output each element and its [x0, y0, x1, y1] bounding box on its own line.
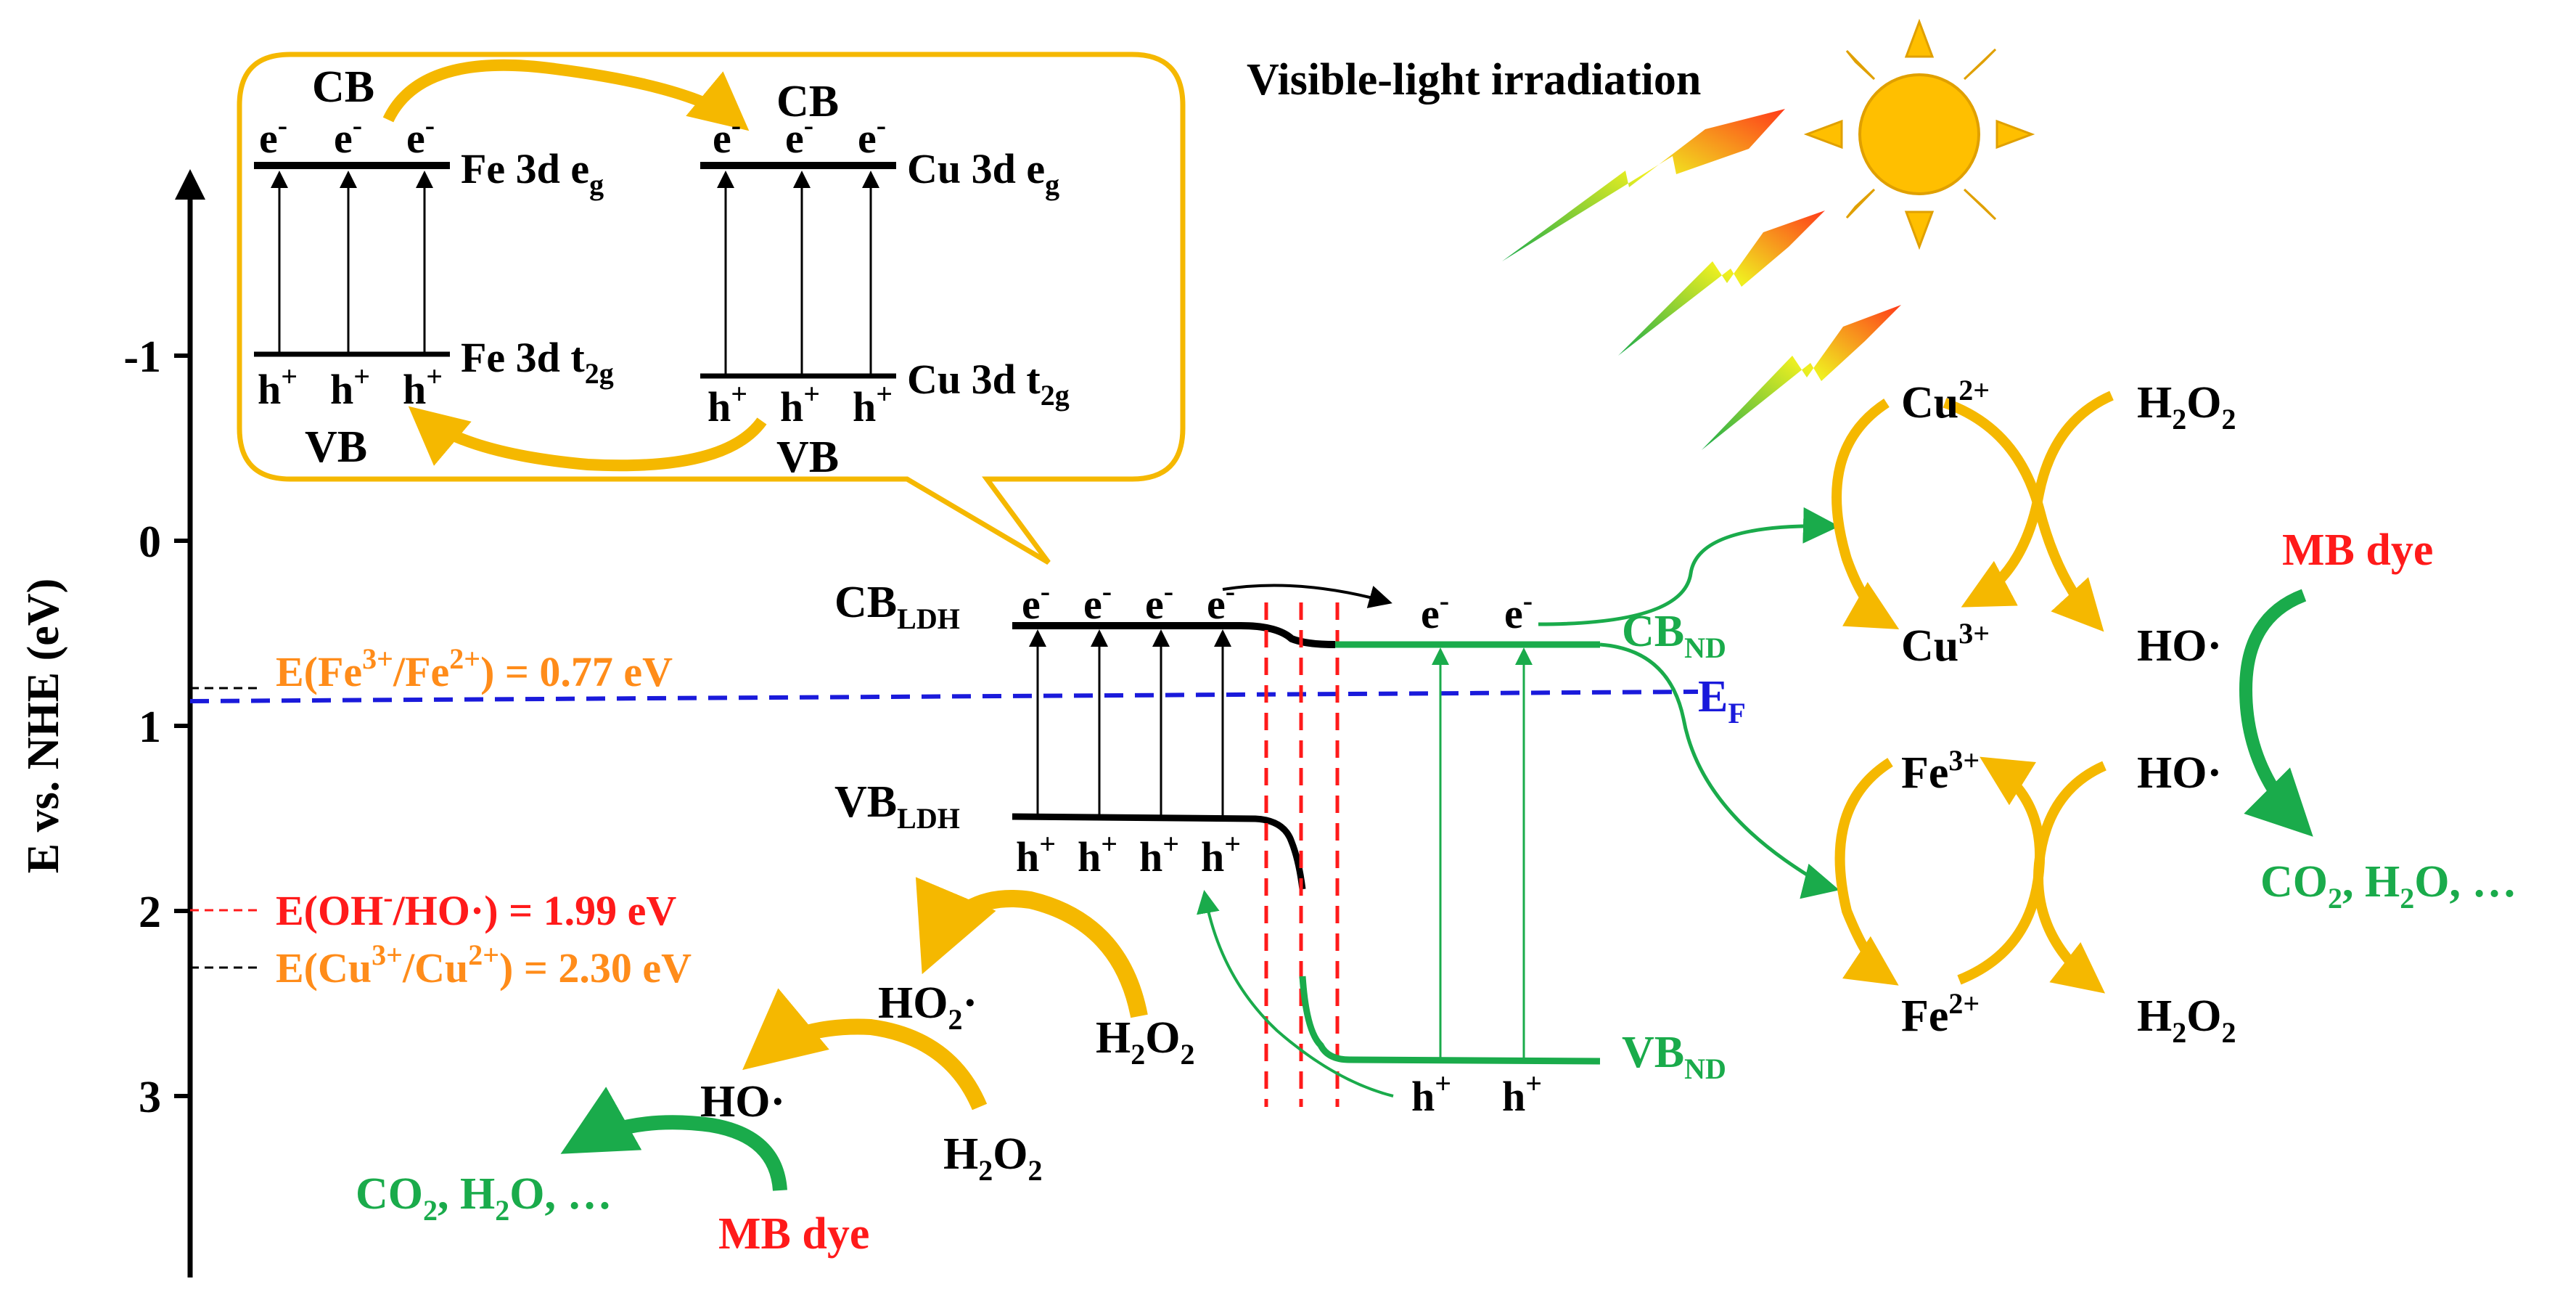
products-label: CO2, H2O, …	[2260, 857, 2516, 915]
h2o2-label: H2O2	[1096, 1013, 1194, 1071]
potential-lines: E(Fe3+/Fe2+) = 0.77 eV E(OH-/HO·) = 1.99…	[189, 642, 1699, 992]
fe-eg-label: Fe 3d eg	[461, 145, 604, 201]
cu2-label: Cu2+	[1901, 374, 1990, 428]
electron-label: e-	[259, 109, 287, 162]
axis-label: E vs. NHE (eV)	[19, 579, 68, 873]
hole-label: h+	[403, 360, 443, 413]
right-reactions: Cu2+ Cu3+ Fe3+ Fe2+ H2O2 HO· HO· H2O2 MB…	[1831, 374, 2516, 1049]
sun-icon	[1803, 18, 2035, 250]
oh-potential-label: E(OH-/HO·) = 1.99 eV	[276, 881, 676, 934]
left-reactions: HO2· H2O2 HO· H2O2 CO2, H2O, … MB dye	[356, 877, 1194, 1259]
svg-text:h+: h+	[1016, 827, 1056, 880]
tick-label: 2	[139, 888, 161, 937]
fermi-level-label: EF	[1698, 672, 1746, 729]
hole-label: h+	[707, 377, 747, 430]
tick-label: 1	[139, 703, 161, 752]
vb-nd-label: VBND	[1622, 1028, 1726, 1085]
cu-t2g-label: Cu 3d t2g	[907, 356, 1070, 412]
hole-label: h+	[258, 360, 298, 413]
mb-dye-label: MB dye	[2282, 526, 2433, 575]
svg-text:e-: e-	[1022, 575, 1050, 628]
inset-callout: CB VB CB VB e- e- e- e- e- e- h+ h+ h+ h…	[237, 52, 1186, 565]
electron-label: e-	[713, 109, 741, 162]
mb-dye-label: MB dye	[718, 1209, 869, 1259]
cu-eg-label: Cu 3d eg	[907, 145, 1059, 201]
svg-text:h+: h+	[1201, 827, 1241, 880]
tick-label: 3	[139, 1073, 161, 1122]
ho-radical-label: HO·	[2137, 748, 2222, 798]
electron-label: e-	[785, 109, 813, 162]
cu-cb-label: CB	[776, 77, 839, 126]
svg-text:h+: h+	[1139, 827, 1179, 880]
fermi-level-line	[189, 690, 1699, 703]
svg-text:h+: h+	[1502, 1067, 1542, 1120]
fe-potential-label: E(Fe3+/Fe2+) = 0.77 eV	[276, 642, 673, 695]
ldh-carriers: e- e- e- e- h+ h+ h+ h+	[1016, 575, 1241, 880]
hole-label: h+	[330, 360, 370, 413]
fe2-label: Fe2+	[1901, 987, 1980, 1041]
ho-radical-label: HO·	[700, 1077, 785, 1127]
hole-label: h+	[780, 377, 820, 430]
vb-ldh-label: VBLDH	[834, 777, 960, 835]
electron-label: e-	[858, 109, 886, 162]
cu-potential-label: E(Cu3+/Cu2+) = 2.30 eV	[276, 939, 692, 992]
interface-lines	[1264, 602, 1340, 1107]
svg-text:e-: e-	[1421, 584, 1449, 637]
ho2-radical-label: HO2·	[878, 978, 977, 1036]
cu3-label: Cu3+	[1901, 617, 1990, 671]
fe-vb-label: VB	[305, 422, 367, 472]
svg-text:e-: e-	[1504, 584, 1533, 637]
h2o2-label: H2O2	[2137, 378, 2236, 436]
fe3-label: Fe3+	[1901, 744, 1980, 798]
hole-label: h+	[853, 377, 893, 430]
products-label: CO2, H2O, …	[356, 1169, 612, 1227]
cu-vb-label: VB	[776, 433, 839, 482]
light-label: Visible-light irradiation	[1247, 55, 1701, 105]
h2o2-label: H2O2	[943, 1129, 1042, 1187]
lightning-bolt-icon	[1502, 109, 1901, 450]
svg-text:h+: h+	[1078, 827, 1117, 880]
electron-label: e-	[334, 109, 362, 162]
tick-label: 0	[139, 518, 161, 567]
h2o2-label: H2O2	[2137, 992, 2236, 1049]
svg-text:e-: e-	[1207, 575, 1235, 628]
nd-bands	[1197, 507, 1839, 1097]
fe-cb-label: CB	[312, 62, 374, 112]
cb-ldh-label: CBLDH	[834, 578, 960, 635]
fe-t2g-label: Fe 3d t2g	[461, 334, 614, 390]
tick-label: -1	[123, 332, 161, 382]
ho-radical-label: HO·	[2137, 621, 2222, 671]
nd-carriers: e- e- h+ h+	[1411, 584, 1542, 1120]
energy-axis: -1 0 1 2 3 E vs. NHE (eV)	[19, 169, 205, 1277]
cb-nd-label: CBND	[1622, 607, 1726, 664]
svg-text:e-: e-	[1083, 575, 1112, 628]
svg-text:h+: h+	[1411, 1067, 1451, 1120]
ldh-bands	[1012, 584, 1392, 890]
svg-text:e-: e-	[1145, 575, 1173, 628]
electron-label: e-	[406, 109, 435, 162]
